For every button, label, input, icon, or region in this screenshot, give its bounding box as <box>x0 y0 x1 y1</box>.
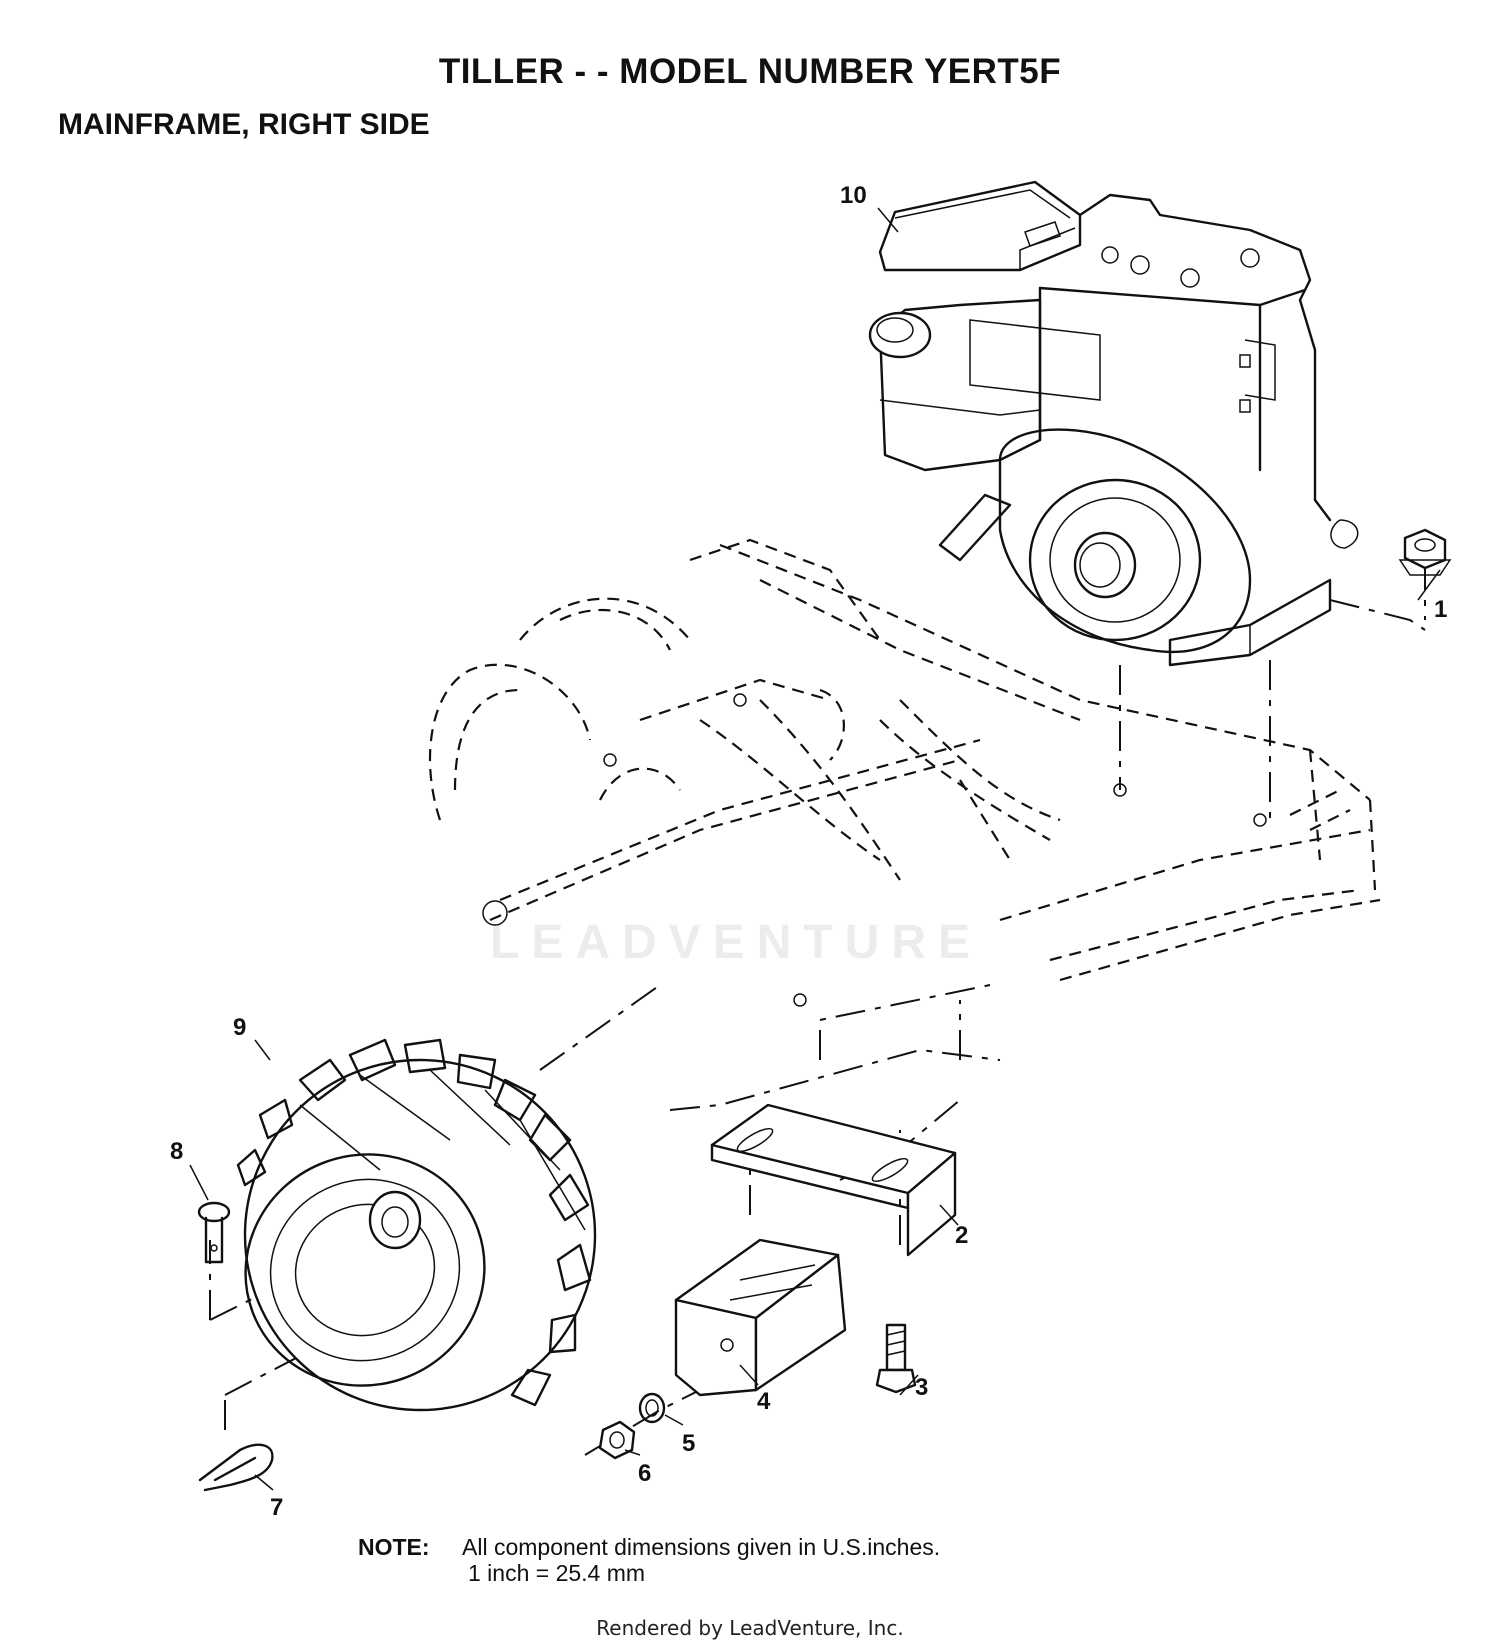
wheel-tire-part-9[interactable] <box>196 1011 645 1460</box>
note-line-2: 1 inch = 25.4 mm <box>468 1560 646 1586</box>
tiller-frame-hidden-outline <box>428 538 1381 1007</box>
lock-washer-part-5[interactable] <box>638 1392 666 1424</box>
note-line-1: All component dimensions given in U.S.in… <box>462 1534 941 1560</box>
callout-4: 4 <box>757 1388 771 1415</box>
weight-block-part-4[interactable] <box>674 1238 847 1397</box>
callout-1: 1 <box>1434 596 1448 623</box>
callout-2: 2 <box>955 1222 969 1249</box>
note-label: NOTE: <box>358 1534 430 1560</box>
footer-credit: Rendered by LeadVenture, Inc. <box>596 1616 904 1640</box>
clevis-pin-part-8[interactable] <box>197 1201 231 1264</box>
callout-3: 3 <box>915 1374 929 1401</box>
callout-5: 5 <box>682 1430 696 1457</box>
callout-leaders <box>189 207 1441 1491</box>
dimension-note: NOTE: All component dimensions given in U… <box>358 1534 940 1586</box>
engine-part-10[interactable] <box>868 180 1359 667</box>
callout-8: 8 <box>170 1138 184 1165</box>
callout-10: 10 <box>840 182 867 209</box>
watermark-text: LEADVENTURE <box>490 916 983 969</box>
diagram-title: TILLER - - MODEL NUMBER YERT5F <box>438 52 1062 91</box>
hairpin-clip-part-7[interactable] <box>198 1443 274 1492</box>
bolt-part-3[interactable] <box>875 1323 917 1394</box>
diagram-subtitle: MAINFRAME, RIGHT SIDE <box>58 108 430 141</box>
callout-6: 6 <box>638 1460 652 1487</box>
nut-part-6[interactable] <box>598 1420 636 1460</box>
callout-9: 9 <box>233 1014 247 1041</box>
bracket-part-2[interactable] <box>710 1103 957 1257</box>
flange-nut-part-1[interactable] <box>1398 528 1452 576</box>
callout-7: 7 <box>270 1494 284 1521</box>
